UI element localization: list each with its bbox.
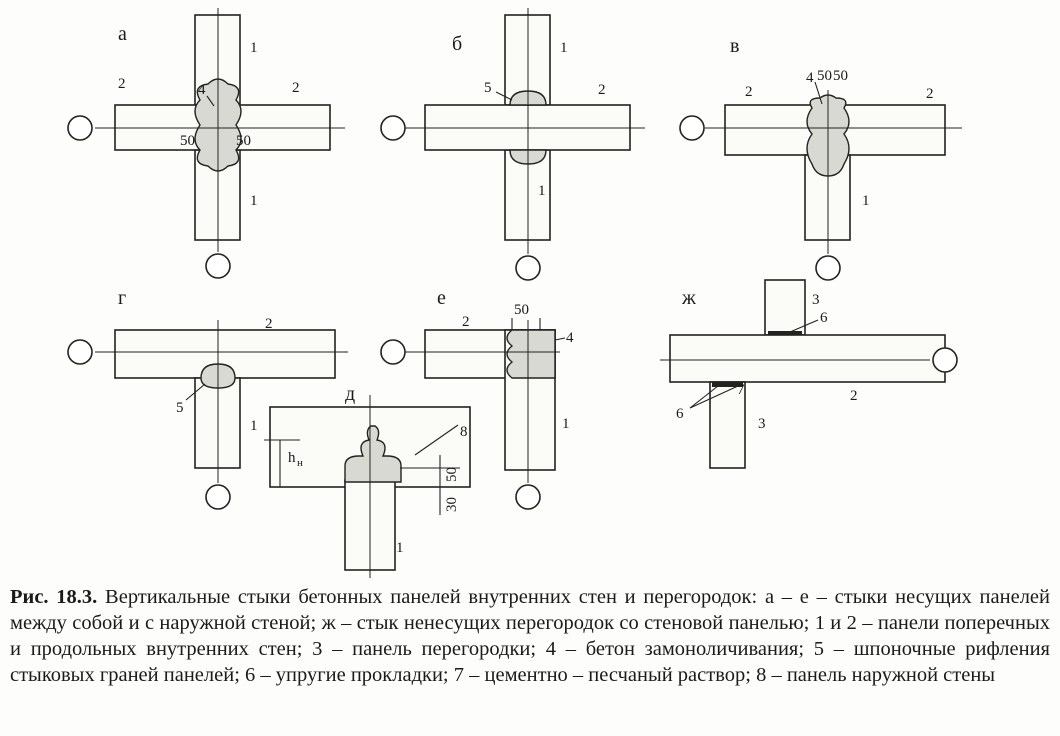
- dimension-h: h: [288, 450, 296, 466]
- callout-2: 2: [850, 388, 858, 404]
- callout-2: 2: [265, 316, 273, 332]
- diagram-d: д h н 8 50 30 1: [264, 383, 471, 578]
- diagram-a: а 1 2 4 2 50 50 1: [67, 8, 345, 279]
- label-d: д: [345, 383, 355, 405]
- caption-text: Вертикальные стыки бетонных панелей внут…: [10, 586, 1050, 686]
- dimension-50: 50: [444, 467, 460, 482]
- label-zh: ж: [681, 287, 696, 309]
- callout-4: 4: [566, 330, 574, 346]
- diagram-e: е 50 2 4 1: [380, 287, 574, 510]
- diagram-b: б 1 5 2 1: [380, 8, 645, 281]
- callout-6: 6: [676, 406, 684, 422]
- caption-label: Рис. 18.3.: [10, 586, 98, 608]
- label-g: г: [118, 287, 126, 309]
- callout-3: 3: [812, 292, 820, 308]
- callout-3: 3: [758, 416, 766, 432]
- dimension-50: 50: [180, 133, 195, 149]
- callout-2: 2: [745, 84, 753, 100]
- dimension-50: 50: [817, 68, 832, 84]
- diagram-v: в 4 50 50 2 2 1: [679, 35, 962, 281]
- callout-2: 2: [118, 76, 126, 92]
- label-a: а: [118, 23, 127, 45]
- dimension-h-subscript: н: [297, 457, 303, 469]
- diagram-zh: ж 3 6 2 7 6 3: [660, 279, 958, 469]
- callout-2: 2: [462, 314, 470, 330]
- callout-5: 5: [484, 80, 492, 96]
- dimension-30: 30: [444, 497, 460, 512]
- callout-2: 2: [926, 86, 934, 102]
- figure-caption: Рис. 18.3. Вертикальные стыки бетонных п…: [10, 584, 1050, 688]
- callout-1: 1: [396, 540, 404, 556]
- diagram-g: г 2 5 1: [67, 287, 348, 510]
- dimension-50: 50: [514, 302, 529, 318]
- callout-8: 8: [460, 424, 468, 440]
- label-b: б: [452, 33, 462, 55]
- callout-1: 1: [250, 40, 258, 56]
- dimension-50: 50: [833, 68, 848, 84]
- callout-6: 6: [820, 310, 828, 326]
- callout-1: 1: [862, 193, 870, 209]
- callout-2: 2: [598, 82, 606, 98]
- callout-1: 1: [562, 416, 570, 432]
- callout-1: 1: [538, 183, 546, 199]
- callout-7: 7: [737, 382, 745, 398]
- callout-1: 1: [250, 418, 258, 434]
- callout-2: 2: [292, 80, 300, 96]
- label-v: в: [730, 35, 739, 57]
- joint-diagrams: а 1 2 4 2 50 50 1 б 1 5 2 1 в 4: [67, 8, 962, 578]
- callout-1: 1: [560, 40, 568, 56]
- dimension-50: 50: [236, 133, 251, 149]
- callout-4: 4: [806, 70, 814, 86]
- label-e: е: [437, 287, 446, 309]
- callout-5: 5: [176, 400, 184, 416]
- callout-1: 1: [250, 193, 258, 209]
- callout-4: 4: [198, 82, 206, 98]
